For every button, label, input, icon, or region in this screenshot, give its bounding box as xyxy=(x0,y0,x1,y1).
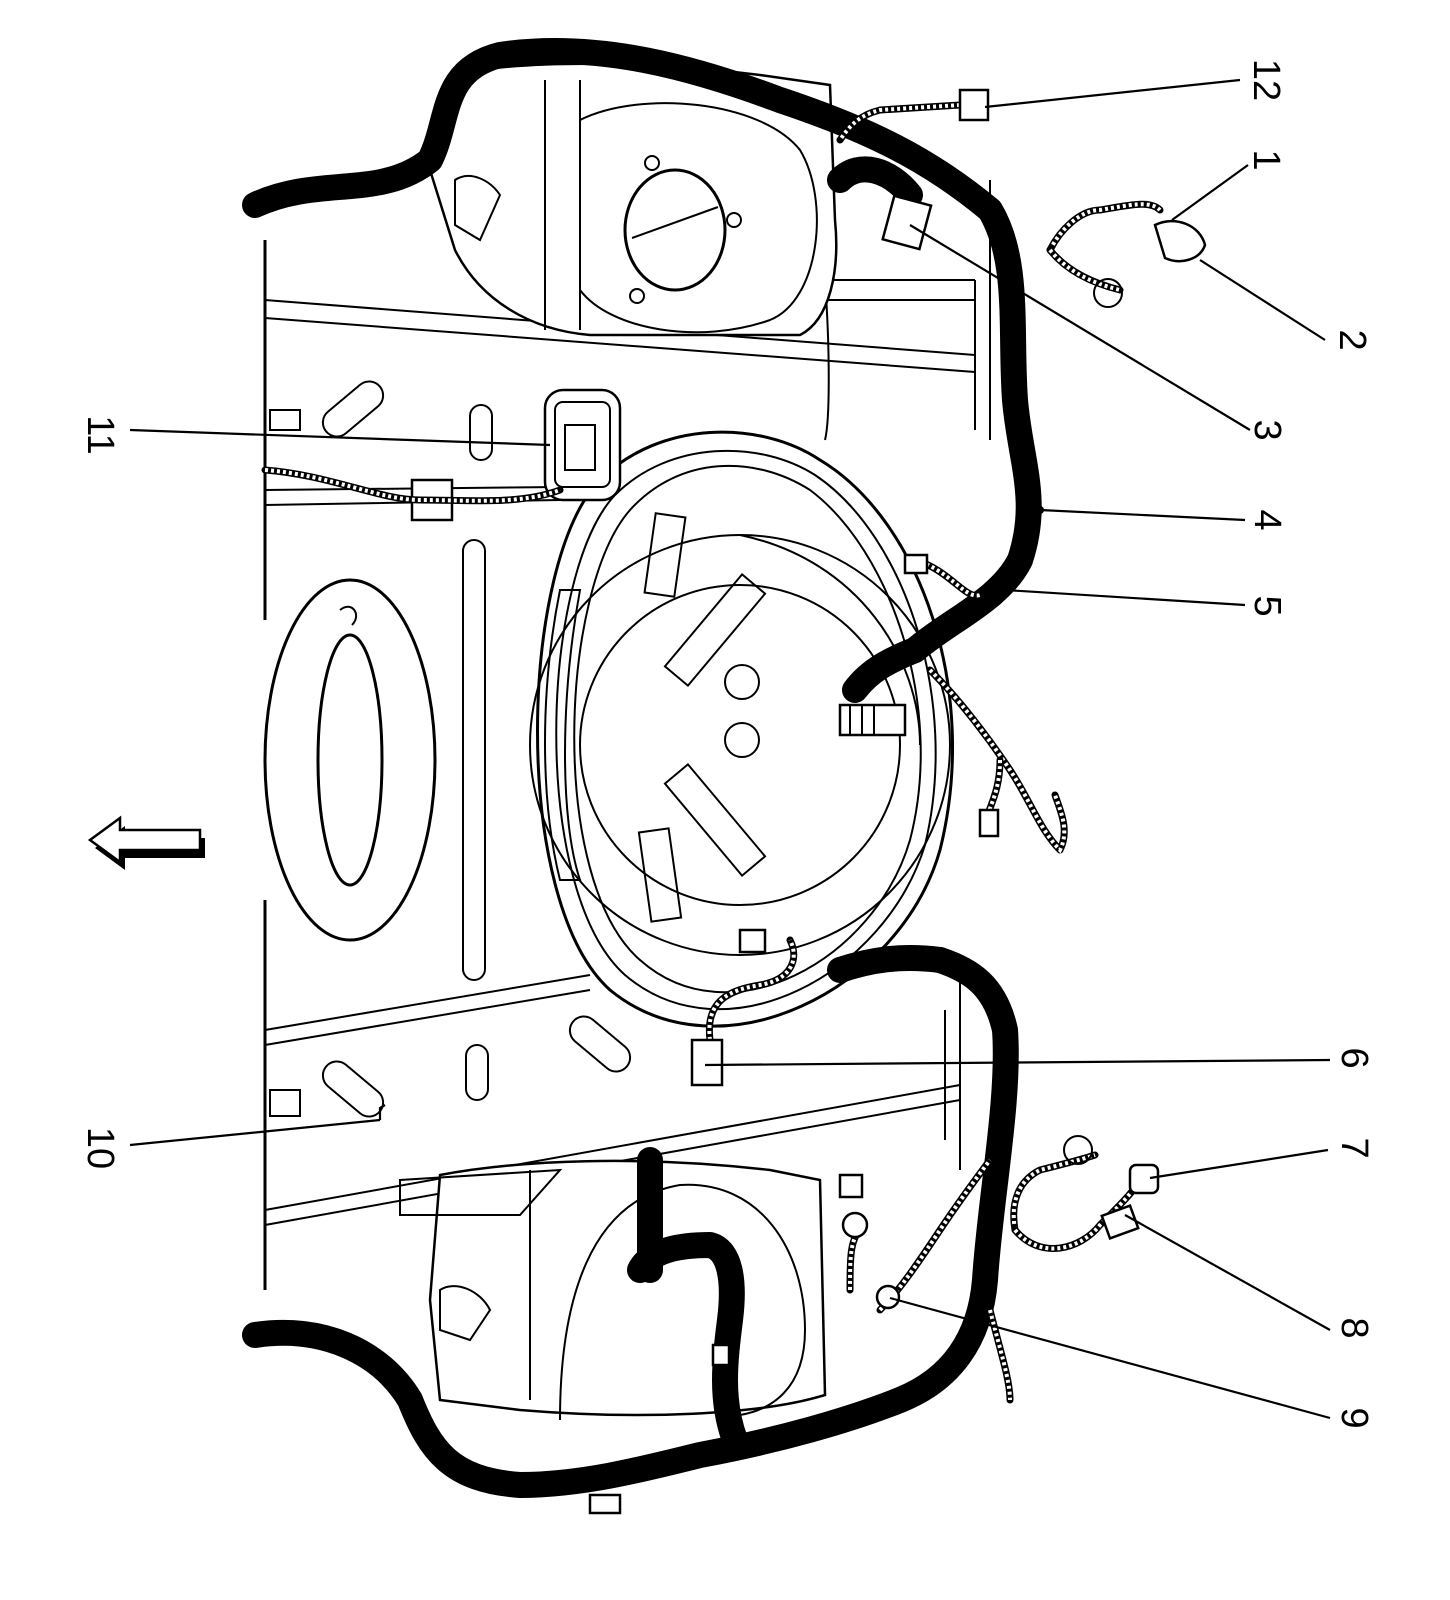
callout-4: 4 xyxy=(1246,509,1288,530)
callout-8: 8 xyxy=(1333,1317,1375,1338)
callout-labels: 1 2 3 4 5 6 7 8 9 10 11 12 xyxy=(79,59,1375,1429)
callout-5: 5 xyxy=(1246,595,1288,616)
arrow-left-icon xyxy=(87,815,205,870)
callout-10: 10 xyxy=(79,1127,121,1169)
callout-3: 3 xyxy=(1246,419,1288,440)
callout-11: 11 xyxy=(79,415,121,454)
main-harness xyxy=(242,38,1042,1498)
callout-9: 9 xyxy=(1333,1407,1375,1428)
spare-tire-well xyxy=(529,430,954,1028)
floor-oval-opening xyxy=(263,578,437,942)
callout-7: 7 xyxy=(1333,1137,1375,1158)
left-wheel-house xyxy=(399,1159,827,1421)
connectors xyxy=(588,88,1207,1515)
wire-branches xyxy=(261,101,1164,1404)
right-wheel-house xyxy=(428,62,838,337)
callout-2: 2 xyxy=(1331,329,1373,350)
callout-6: 6 xyxy=(1333,1047,1375,1068)
callout-1: 1 xyxy=(1245,149,1287,170)
callout-12: 12 xyxy=(1245,59,1287,101)
leader-lines xyxy=(129,78,1331,1420)
